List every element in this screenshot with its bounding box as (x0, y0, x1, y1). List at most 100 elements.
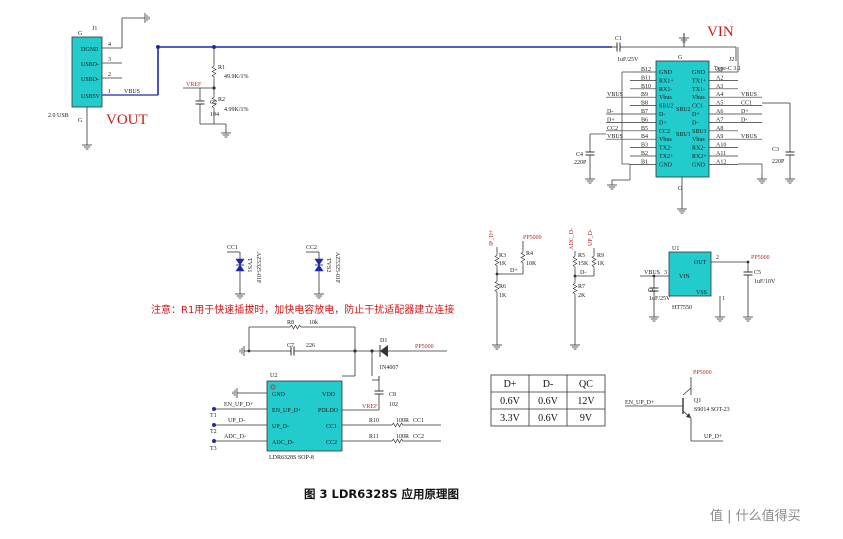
vout-label: VOUT (106, 112, 148, 128)
typec-right-pin-sig: CC1 (692, 104, 703, 110)
q1-transistor: PP5000 UP_D+ EN_UP_D+ Q1 S9014 SOT-23 (625, 370, 730, 442)
usb2-pin1-num: 1 (108, 89, 111, 95)
typec-right-net: D+ (741, 109, 749, 115)
r10-value: 100R (396, 418, 409, 424)
r3-ref: R3 (499, 253, 506, 259)
u2-pin-en: EN_UP_D+ (272, 408, 302, 414)
typec-ref: J2 (729, 57, 734, 63)
u1-vin-pin: 3 (664, 270, 667, 276)
tvs1-diode: CC1 TVS1 AZ5325-01F (227, 245, 261, 299)
tvs1-ref: TVS1 (246, 258, 252, 272)
r6-value: 1K (499, 293, 507, 299)
c4-value: 220P (574, 160, 587, 166)
typec-center-sbu2: SBU2 (676, 107, 691, 113)
usb2-body (71, 36, 103, 108)
t3-label: T3 (210, 446, 217, 452)
adc-dminus-net: ADC_D- (224, 434, 246, 440)
pp5000-r4: PP5000 (523, 235, 542, 241)
r8-value: 10k (309, 320, 318, 326)
typec-right-pin-sig: Vbus (692, 137, 705, 143)
u2-pin-vdd: VDD (322, 392, 336, 398)
typec-right-pin-num: A3 (716, 84, 723, 90)
r5-ref: R5 (578, 253, 585, 259)
typec-right-pin-num: A5 (716, 101, 723, 107)
typec-right-net: VBUS (741, 92, 757, 98)
dminus-net-label: D- (580, 270, 586, 276)
typec-right-pin-sig: GND (692, 70, 706, 76)
typec-left-pin-sig: TX2- (659, 146, 672, 152)
u2-value: LDR6328S SOP-8 (269, 455, 314, 461)
d1-ref: D1 (380, 338, 387, 344)
typec-left-pin-sig: GND (659, 70, 673, 76)
typec-left-pin-sig: D- (659, 112, 665, 118)
q1-updplus: UP_D+ (704, 434, 723, 440)
typec-right-pin-sig: RX2- (692, 146, 705, 152)
u1-vin: VIN (679, 274, 690, 280)
typec-right-pin-sig: TX1- (692, 87, 705, 93)
typec-right-pin-sig: SBU1 (692, 129, 707, 135)
typec-right-pin-sig: D- (692, 120, 698, 126)
u2-pin-gnd: GND (272, 392, 286, 398)
u2-vref-label: VREF (362, 404, 378, 410)
u2-ldr6328s: U2 GND EN_UP_D+ UP_D- ADC_D- VDD PDLDO C… (210, 373, 441, 461)
typec-left-pin-sig: RX1+ (659, 78, 674, 84)
typec-right-pin-num: A9 (716, 134, 723, 140)
u1-out: OUT (694, 260, 707, 266)
typec-left-pin-num: B4 (641, 134, 648, 140)
updminus-label: UP_D- (588, 229, 594, 246)
typec-left-net: D- (607, 109, 613, 115)
r2-value: 4.99K/1% (224, 107, 249, 113)
tvs2-value: AZ5325-01F (334, 252, 340, 284)
c7-ref: C7 (287, 343, 294, 349)
r5-value: 15K (578, 261, 589, 267)
u2-cc2-net: CC2 (413, 434, 424, 440)
u1-vbus-label: VBUS (644, 270, 660, 276)
typec-g-bottom: G (678, 186, 683, 192)
typec-left-pin-num: B6 (641, 117, 648, 123)
vbus-bus-line (157, 46, 612, 95)
u1-value: HT7550 (672, 305, 692, 311)
ip-dplus-label: IP_D+ (489, 229, 495, 246)
usb2-pin2-num: 2 (108, 72, 111, 78)
u2-ref: U2 (270, 373, 277, 379)
typec-left-pin-sig: Vbus (659, 137, 672, 143)
vref-divider: R1 49.9K/1% VREF C2 104 R2 4.99K/1% (183, 47, 249, 138)
typec-left-pin-num: B11 (641, 75, 651, 81)
watermark: 值 | 什么值得买 (710, 508, 801, 524)
usb2-pin1-name: USB5V (81, 94, 101, 100)
supply-network: R8 10k C7 226 D1 1N4007 PP5000 C8 102 VR… (239, 320, 447, 411)
c4-ref: C4 (576, 152, 583, 158)
r1-ref: R1 (218, 65, 225, 71)
typec-left-pin-sig: RX1- (659, 87, 672, 93)
c3-ref: C3 (772, 147, 779, 153)
usb2-pin4-name: DGND (81, 47, 99, 53)
typec-center-sbu1: SBU1 (676, 132, 691, 138)
typec-left-pin-num: B10 (641, 84, 651, 90)
qc-table-header: D- (543, 379, 554, 390)
en-up-dplus-label: EN_UP_D+ (224, 402, 254, 408)
typec-left-pin-num: B8 (641, 101, 648, 107)
qc-table-cell: 0.6V (538, 413, 559, 424)
typec-g-top: G (678, 55, 683, 61)
u2-pin-updm: UP_D- (272, 424, 289, 430)
r8-ref: R8 (287, 320, 294, 326)
qc-table-cell: 0.6V (500, 396, 521, 407)
q1-pp5000: PP5000 (693, 370, 712, 376)
r1-value: 49.9K/1% (224, 74, 249, 80)
dminus-divider: ADC_D- UP_D- R5 15K R7 2K R9 1K D- (569, 228, 605, 350)
typec-right-pin-num: A6 (716, 109, 723, 115)
c8-value: 102 (389, 402, 398, 408)
tvs1-value: AZ5325-01F (255, 252, 261, 284)
c6-value: 1uF/25V (649, 296, 671, 302)
c5-ref: C5 (754, 270, 761, 276)
r6-ref: R6 (499, 284, 506, 290)
qc-table-cell: 12V (577, 396, 595, 407)
vin-label: VIN (707, 24, 734, 40)
r2-ref: R2 (218, 97, 225, 103)
usb2-pin3-num: 3 (108, 57, 111, 63)
typec-left-pin-num: B3 (641, 143, 648, 149)
u1-body (668, 251, 712, 297)
u1-vss: VSS (696, 290, 707, 296)
